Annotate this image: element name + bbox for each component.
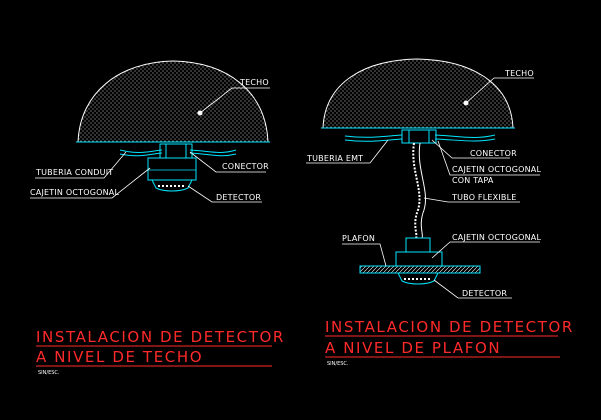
right-label-ceiling: TECHO — [504, 69, 534, 78]
right-plafon — [359, 265, 481, 274]
right-flex-tube — [412, 142, 421, 239]
left-label-detector: DETECTOR — [216, 193, 261, 202]
left-label-box: CAJETIN OCTOGONAL — [30, 188, 119, 197]
right-scale-note: SIN/ESC. — [327, 361, 349, 367]
right-box — [395, 251, 443, 267]
right-label-connector: CONECTOR — [470, 149, 517, 158]
left-ceiling-dome — [77, 60, 269, 143]
right-title-line2: A NIVEL DE PLAFON — [325, 339, 501, 357]
right-label-box: CAJETIN OCTOGONAL — [452, 233, 541, 242]
left-connector — [159, 143, 193, 159]
right-label-flex: TUBO FLEXIBLE — [451, 193, 516, 202]
left-label-connector: CONECTOR — [222, 162, 269, 171]
left-detector — [151, 179, 193, 192]
right-detail: TECHO TUBERIA EMT CONECTOR CAJETIN OCTOG… — [306, 58, 574, 367]
right-label-box-cover-1: CAJETIN OCTOGONAL — [452, 165, 541, 174]
right-upper-box — [405, 237, 431, 253]
right-label-box-cover-2: CON TAPA — [452, 176, 494, 185]
right-title-line1: INSTALACION DE DETECTOR — [325, 318, 574, 336]
left-title-line1: INSTALACION DE DETECTOR — [36, 328, 285, 346]
left-detail: TECHO TUBERIA CONDUIT CONECTOR CAJETIN O… — [30, 60, 285, 376]
right-detector — [397, 272, 439, 285]
right-label-plafon: PLAFON — [342, 234, 375, 243]
left-title-line2: A NIVEL DE TECHO — [36, 348, 203, 366]
right-connector — [401, 129, 437, 144]
right-label-emt: TUBERIA EMT — [306, 154, 363, 163]
left-box — [147, 157, 197, 181]
left-label-conduit: TUBERIA CONDUIT — [35, 168, 113, 177]
right-ceiling-dome — [322, 58, 514, 129]
left-conduit-2 — [119, 152, 163, 157]
left-scale-note: SIN/ESC. — [38, 370, 60, 376]
left-label-ceiling: TECHO — [239, 78, 269, 87]
right-label-detector: DETECTOR — [462, 289, 507, 298]
left-conduit — [119, 149, 163, 153]
